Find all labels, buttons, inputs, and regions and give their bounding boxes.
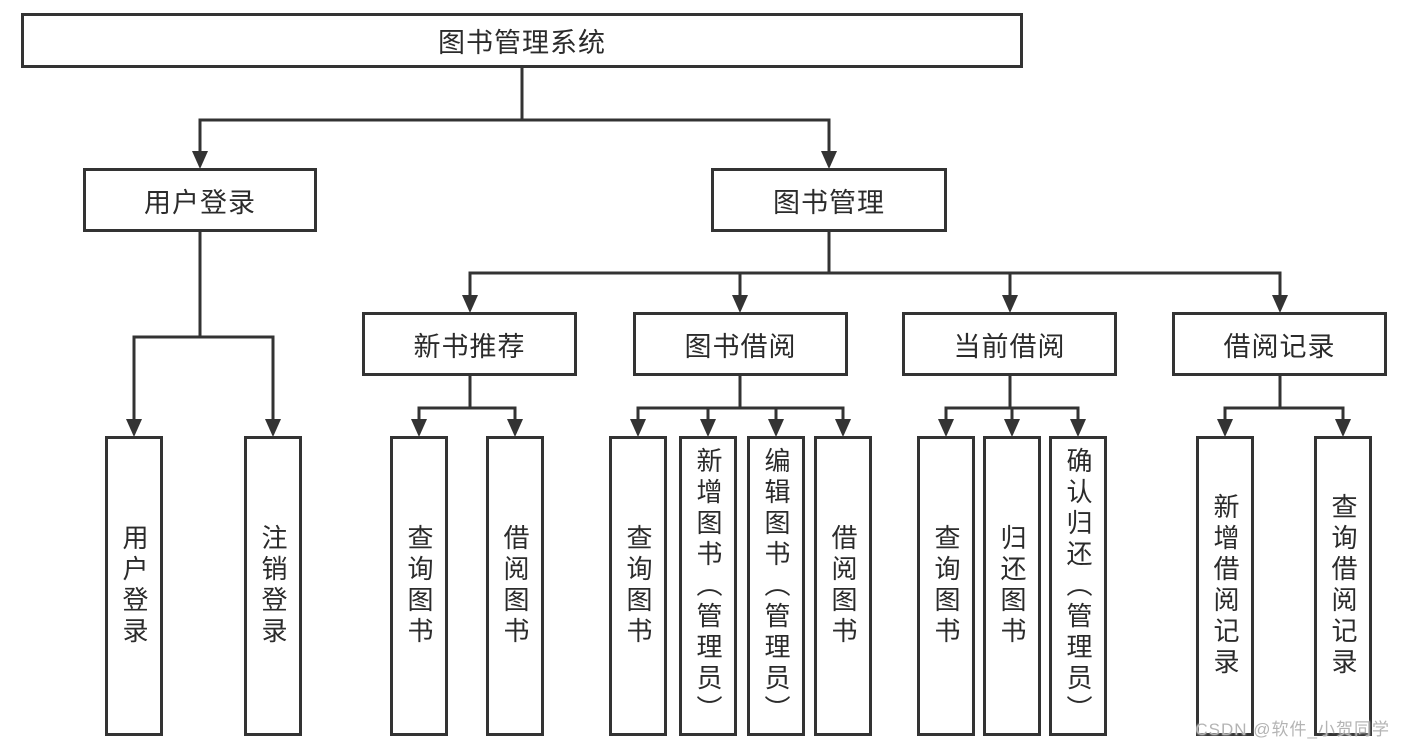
- leaf-edit-books-admin: 编辑图书（管理员）: [747, 436, 805, 736]
- node-borrowing-records: 借阅记录: [1172, 312, 1387, 376]
- leaf-logout-label: 注销登录: [258, 524, 288, 648]
- leaf-add-borrow-record-label: 新增借阅记录: [1210, 493, 1240, 679]
- leaf-user-login-label: 用户登录: [119, 524, 149, 648]
- leaf-query-books-1: 查询图书: [390, 436, 448, 736]
- leaf-borrow-books-2: 借阅图书: [814, 436, 872, 736]
- node-root-label: 图书管理系统: [438, 28, 606, 58]
- leaf-edit-books-admin-label: 编辑图书（管理员）: [761, 446, 791, 726]
- leaf-add-books-admin-label: 新增图书（管理员）: [693, 446, 723, 726]
- leaf-confirm-return-admin-label: 确认归还（管理员）: [1063, 446, 1093, 726]
- leaf-return-books-label: 归还图书: [997, 524, 1027, 648]
- node-new-book-recommend-label: 新书推荐: [413, 331, 526, 362]
- node-book-management: 图书管理: [711, 168, 947, 232]
- node-user-login-label: 用户登录: [144, 187, 256, 218]
- leaf-query-books-1-label: 查询图书: [404, 524, 434, 648]
- node-current-borrowing: 当前借阅: [902, 312, 1117, 376]
- node-new-book-recommend: 新书推荐: [362, 312, 577, 376]
- leaf-query-borrow-record: 查询借阅记录: [1314, 436, 1372, 736]
- node-book-borrowing: 图书借阅: [633, 312, 848, 376]
- leaf-logout: 注销登录: [244, 436, 302, 736]
- leaf-query-books-3-label: 查询图书: [931, 524, 961, 648]
- leaf-borrow-books-1-label: 借阅图书: [500, 524, 530, 648]
- leaf-borrow-books-2-label: 借阅图书: [828, 524, 858, 648]
- leaf-add-borrow-record: 新增借阅记录: [1196, 436, 1254, 736]
- leaf-user-login: 用户登录: [105, 436, 163, 736]
- leaf-query-books-3: 查询图书: [917, 436, 975, 736]
- arrowhead-icons: [126, 151, 1351, 437]
- csdn-watermark: CSDN @软件_小贺同学: [1195, 720, 1390, 739]
- leaf-borrow-books-1: 借阅图书: [486, 436, 544, 736]
- node-book-borrowing-label: 图书借阅: [684, 331, 797, 362]
- node-user-login: 用户登录: [83, 168, 317, 232]
- leaf-query-books-2-label: 查询图书: [623, 524, 653, 648]
- node-book-management-label: 图书管理: [773, 187, 885, 218]
- node-root-system: 图书管理系统: [21, 13, 1023, 68]
- leaf-return-books: 归还图书: [983, 436, 1041, 736]
- node-current-borrowing-label: 当前借阅: [953, 331, 1066, 362]
- connector-paths: [132, 66, 1345, 423]
- leaf-query-books-2: 查询图书: [609, 436, 667, 736]
- leaf-confirm-return-admin: 确认归还（管理员）: [1049, 436, 1107, 736]
- leaf-query-borrow-record-label: 查询借阅记录: [1328, 493, 1358, 679]
- leaf-add-books-admin: 新增图书（管理员）: [679, 436, 737, 736]
- node-borrowing-records-label: 借阅记录: [1223, 331, 1336, 362]
